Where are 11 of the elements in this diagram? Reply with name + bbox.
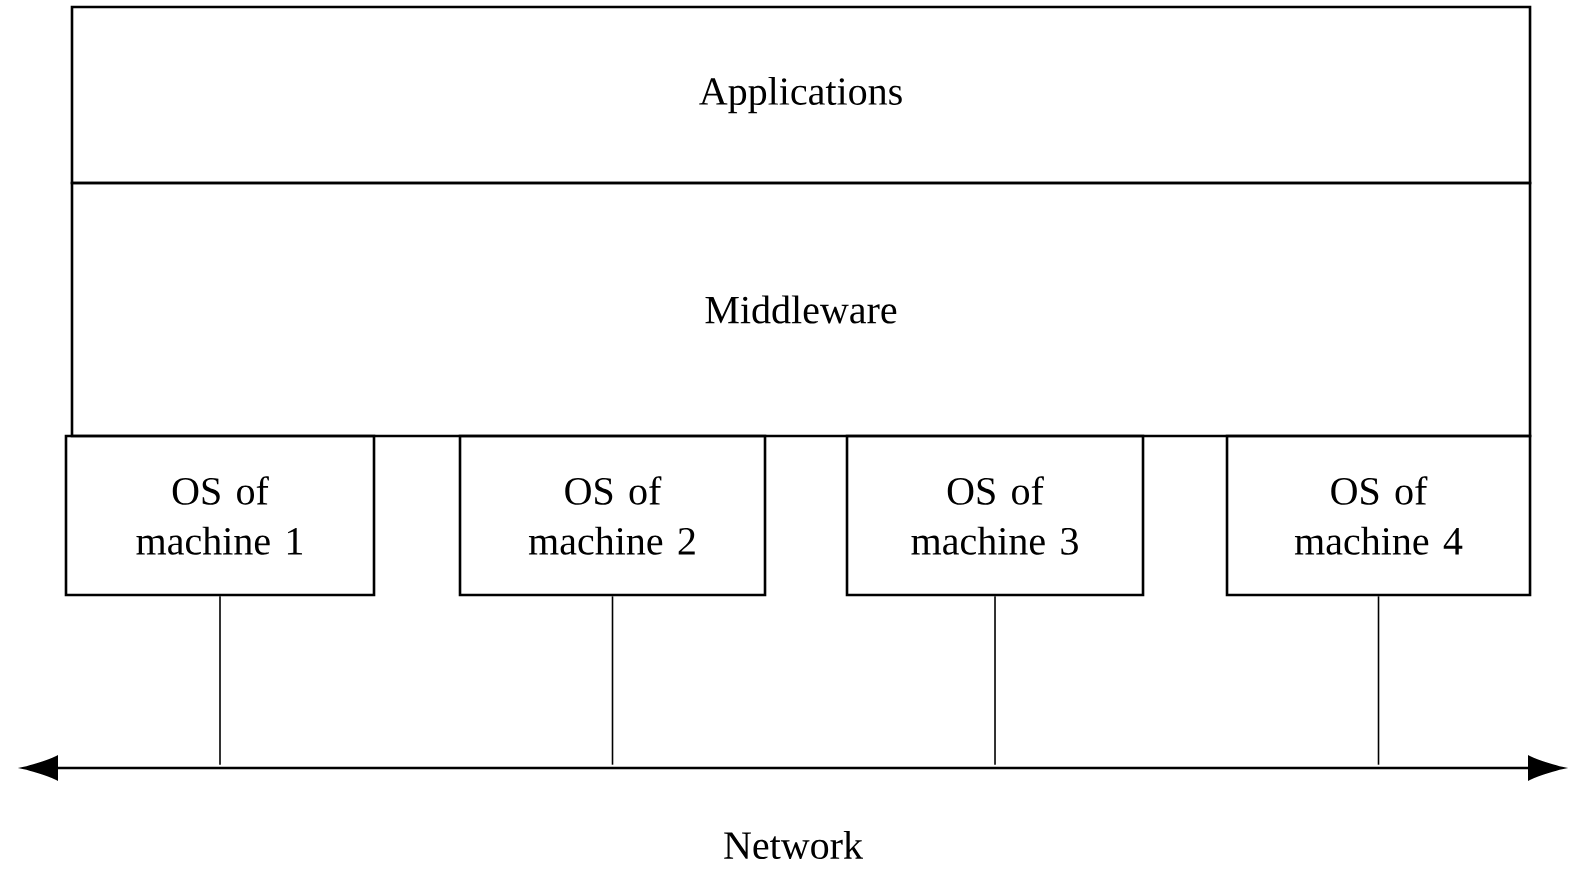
connector-line	[219, 595, 221, 766]
os-box: OS of machine 2	[458, 434, 767, 597]
os-box: OS of machine 1	[64, 434, 376, 597]
connector-line	[1377, 595, 1380, 766]
os-box: OS of machine 4	[1225, 434, 1532, 597]
connector-line	[994, 595, 996, 766]
connector-line	[611, 595, 614, 766]
layer-box: Applications	[70, 5, 1532, 185]
os-box: OS of machine 3	[845, 434, 1145, 597]
network-label: Network	[724, 830, 863, 860]
layer-box: Middleware	[70, 181, 1532, 438]
